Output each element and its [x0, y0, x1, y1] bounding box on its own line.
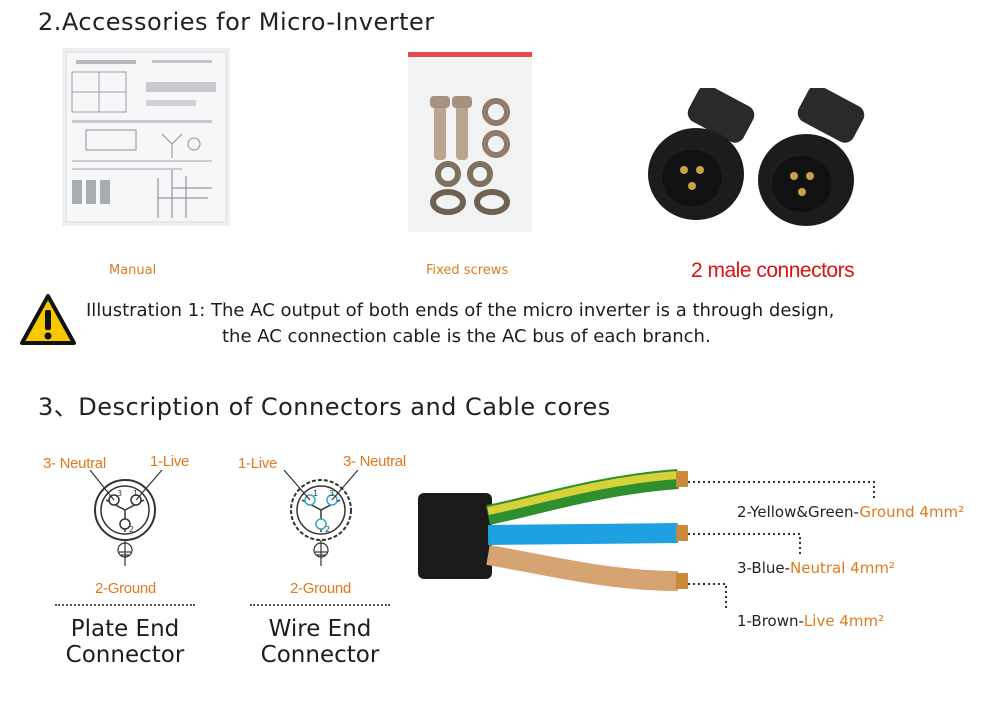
- manual-photo: [62, 48, 230, 226]
- male-connectors-photo: [648, 85, 888, 238]
- illustration-line-1: Illustration 1: The AC output of both en…: [86, 300, 835, 321]
- caption-manual: Manual: [109, 263, 157, 278]
- svg-text:2: 2: [325, 525, 330, 534]
- plate-live-label: 1-Live: [150, 453, 190, 470]
- wire-end-title-line-1: Wire End: [268, 616, 372, 642]
- plate-end-connector-diagram: 3 1 2: [70, 469, 180, 580]
- cable-leader-lines: [688, 478, 878, 638]
- plate-divider: [55, 604, 195, 606]
- plate-neutral-label: 3- Neutral: [43, 455, 106, 472]
- core-label-ground: 2-Yellow&Green-Ground 4mm²: [737, 503, 965, 521]
- core-label-neutral: 3-Blue-Neutral 4mm²: [737, 559, 895, 577]
- svg-text:2: 2: [129, 525, 134, 534]
- core-label-live: 1-Brown-Live 4mm²: [737, 612, 885, 630]
- illustration-line-2: the AC connection cable is the AC bus of…: [222, 326, 711, 347]
- cable-cores-illustration: [418, 455, 718, 605]
- plate-end-title-line-2: Connector: [65, 642, 185, 668]
- svg-text:1: 1: [133, 489, 138, 498]
- wire-neutral-label: 3- Neutral: [343, 453, 406, 470]
- svg-text:1: 1: [313, 489, 318, 498]
- accessories-title: 2.Accessories for Micro-Inverter: [38, 8, 435, 36]
- caption-male-connectors: 2 male connectors: [691, 259, 855, 282]
- wire-end-title: Wire End Connector: [230, 616, 410, 668]
- wire-divider: [250, 604, 390, 606]
- connectors-title: 3、Description of Connectors and Cable co…: [38, 393, 611, 421]
- svg-text:3: 3: [117, 489, 122, 498]
- svg-text:3: 3: [329, 489, 334, 498]
- plate-end-title-line-1: Plate End: [70, 616, 180, 642]
- caption-fixed-screws: Fixed screws: [426, 263, 509, 278]
- warning-icon: [20, 294, 76, 346]
- wire-end-title-line-2: Connector: [260, 642, 380, 668]
- wire-live-label: 1-Live: [238, 455, 278, 472]
- plate-ground-label: 2-Ground: [95, 580, 156, 597]
- wire-ground-label: 2-Ground: [290, 580, 351, 597]
- wire-end-connector-diagram: 1 3 2: [266, 469, 376, 580]
- plate-end-title: Plate End Connector: [35, 616, 215, 668]
- screws-bag-photo: [408, 52, 532, 232]
